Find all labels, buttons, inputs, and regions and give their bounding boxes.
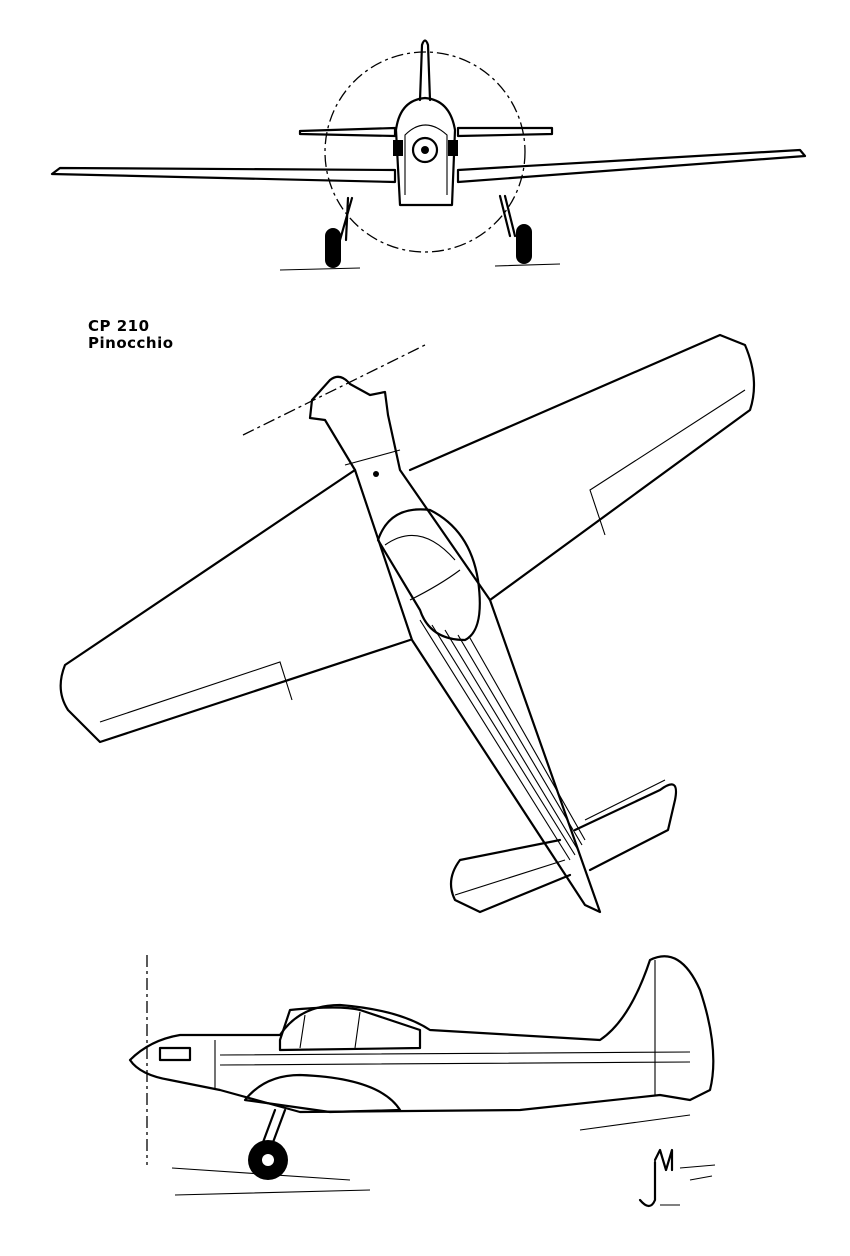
horizontal-stabilizer — [298, 126, 554, 138]
ground-line — [279, 263, 561, 271]
landing-gear-struts — [338, 194, 517, 242]
cylinder-left — [393, 140, 403, 156]
canopy-side — [278, 1006, 422, 1052]
propeller-disc — [324, 51, 526, 253]
horizontal-tail — [449, 783, 678, 914]
canopy — [376, 508, 481, 642]
main-gear-strut — [260, 1108, 287, 1147]
model-name: Pinocchio — [88, 334, 174, 352]
wing — [59, 333, 756, 744]
right-wheel — [516, 224, 532, 264]
wheel-hub — [262, 1154, 274, 1166]
fuselage-top — [308, 375, 602, 914]
fuselage-side — [128, 955, 715, 1114]
wing-root-fairing — [243, 1073, 402, 1114]
left-wheel — [325, 228, 341, 268]
front-view — [50, 39, 807, 271]
elevator-lines — [454, 779, 666, 896]
panel-lines — [214, 960, 691, 1095]
right-wing — [456, 148, 807, 184]
aircraft-title: CP 210 Pinocchio — [88, 318, 174, 352]
artist-signature — [638, 1148, 716, 1208]
fuel-cap — [373, 471, 379, 477]
side-view — [128, 955, 715, 1196]
cowl-line — [344, 449, 401, 466]
vertical-fin — [418, 39, 432, 102]
ground-lines-side — [171, 1114, 691, 1196]
cylinder-right — [448, 140, 458, 156]
spinner — [411, 136, 439, 164]
propeller-line — [242, 344, 426, 436]
cowling — [404, 124, 448, 195]
top-view — [59, 333, 756, 914]
fuselage-front — [394, 96, 457, 207]
canopy-frames-side — [299, 1011, 361, 1049]
ailerons — [99, 389, 746, 723]
canopy-frames — [384, 534, 461, 601]
spinner-tip — [421, 146, 429, 154]
model-designation: CP 210 — [88, 317, 150, 335]
left-wing — [50, 166, 397, 184]
fuselage-stringers — [419, 619, 586, 861]
exhaust — [158, 1046, 192, 1062]
